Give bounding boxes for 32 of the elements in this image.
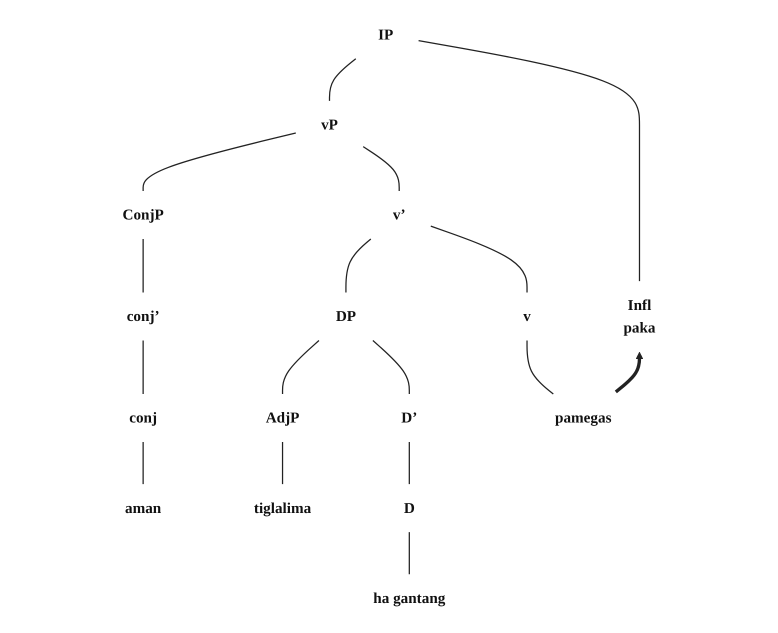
connector [408, 532, 410, 574]
node-text: ha gantang [373, 589, 446, 606]
connector [372, 340, 410, 394]
arrow [614, 352, 644, 394]
connector [408, 442, 410, 484]
node-text: pamegas [555, 409, 612, 426]
node-text: IP [378, 26, 394, 43]
connector [345, 238, 372, 292]
node-text: aman [125, 499, 162, 516]
connector [328, 58, 356, 101]
node-text: D’ [401, 409, 418, 426]
node-text: tiglalima [254, 499, 312, 516]
node-text: conj’ [126, 308, 160, 324]
connector [142, 442, 144, 484]
connector [142, 239, 144, 292]
connector [142, 132, 296, 191]
node-text: AdjP [266, 409, 300, 426]
node-text: v [523, 308, 531, 324]
connector [526, 340, 554, 394]
node-text: vP [321, 116, 338, 133]
connector [430, 226, 528, 292]
connector [142, 340, 144, 394]
connector [418, 40, 640, 282]
node-text: D [404, 499, 415, 516]
node-text: DP [336, 308, 356, 324]
node-text: ConjP [122, 206, 164, 224]
node-text: v’ [392, 206, 406, 224]
connector [362, 146, 400, 191]
connector [282, 340, 320, 394]
node-text: conj [129, 409, 158, 426]
connector [282, 442, 284, 484]
node-text: Infl paka [623, 296, 656, 336]
